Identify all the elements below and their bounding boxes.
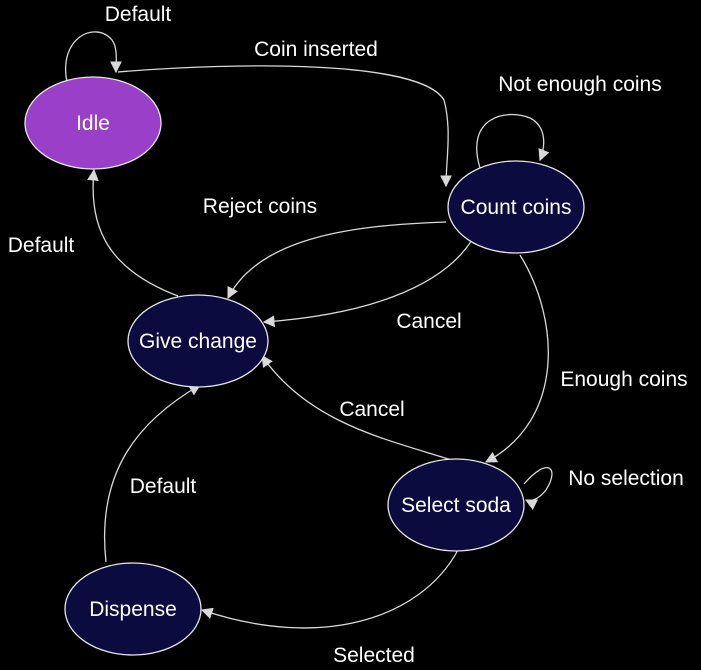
state-idle-shape bbox=[24, 76, 162, 170]
state-count-coins-label: Count coins bbox=[461, 196, 572, 219]
state-dispense-label: Dispense bbox=[89, 598, 177, 621]
edge-select-self-loop bbox=[523, 467, 553, 510]
edge-reject-coins bbox=[227, 221, 447, 300]
state-dispense-shape bbox=[64, 562, 202, 656]
state-give-change: Give change bbox=[127, 294, 269, 388]
state-select-soda-shape bbox=[387, 458, 525, 552]
label-cancel-from-select: Cancel bbox=[339, 398, 404, 421]
label-idle-default: Default bbox=[105, 3, 172, 26]
label-reject-coins: Reject coins bbox=[203, 195, 317, 218]
edge-idle-self-loop bbox=[64, 31, 122, 83]
label-dispense-default: Default bbox=[130, 475, 197, 498]
state-count-coins: Count coins bbox=[447, 160, 585, 254]
label-not-enough-coins: Not enough coins bbox=[498, 73, 661, 96]
state-select-soda: Select soda bbox=[387, 458, 525, 552]
state-select-soda-label: Select soda bbox=[401, 494, 511, 517]
state-give-change-label: Give change bbox=[139, 330, 257, 353]
edge-coin-inserted bbox=[117, 65, 452, 188]
edge-dispense-default bbox=[104, 384, 202, 563]
state-idle-label: Idle bbox=[76, 112, 110, 135]
edge-cancel-from-count bbox=[262, 239, 473, 328]
label-selected: Selected bbox=[333, 644, 415, 667]
edge-enough-coins bbox=[484, 254, 549, 463]
edge-count-self-loop bbox=[476, 113, 550, 169]
edge-selected bbox=[200, 549, 459, 629]
label-give-change-default: Default bbox=[8, 234, 75, 257]
state-give-change-shape bbox=[127, 294, 269, 388]
state-dispense: Dispense bbox=[64, 562, 202, 656]
edge-give-change-default bbox=[87, 168, 179, 297]
state-count-coins-shape bbox=[447, 160, 585, 254]
label-cancel-from-count: Cancel bbox=[396, 310, 461, 333]
label-no-selection: No selection bbox=[568, 467, 684, 490]
label-enough-coins: Enough coins bbox=[560, 368, 687, 391]
edge-cancel-from-select bbox=[261, 355, 459, 463]
state-idle: Idle bbox=[24, 76, 162, 170]
label-coin-inserted: Coin inserted bbox=[254, 38, 378, 61]
